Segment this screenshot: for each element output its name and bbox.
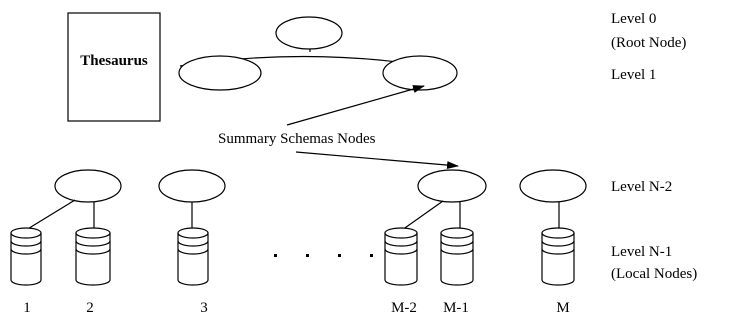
levelN2-node-2 (158, 169, 226, 203)
local-node-1 (10, 227, 42, 286)
local-node-label-1: 1 (23, 300, 31, 316)
level-0-sublabel: (Root Node) (611, 35, 686, 51)
edge-n2-1-local-1 (25, 199, 76, 231)
arrow-to-levelN2 (295, 151, 459, 170)
level-n1-sublabel: (Local Nodes) (611, 266, 697, 282)
level1-node-left (178, 55, 262, 91)
levelN2-node-1 (54, 169, 122, 203)
local-node-label-2: 2 (86, 300, 94, 316)
local-node-label-3: 3 (200, 300, 208, 316)
local-node-label-6: M (556, 300, 569, 316)
levelN2-node-4 (519, 169, 587, 203)
local-node-6 (541, 227, 575, 286)
local-node-label-5: M-1 (443, 300, 469, 316)
level-0-label: Level 0 (611, 11, 656, 27)
arrow-to-level1 (286, 85, 425, 126)
local-node-4 (384, 227, 418, 286)
thesaurus-label: Thesaurus (80, 53, 148, 69)
local-node-label-4: M-2 (391, 300, 417, 316)
local-node-2 (75, 227, 111, 286)
ellipsis-marker (274, 254, 373, 257)
edge-n2-3-local-4 (401, 200, 444, 231)
thesaurus-box (67, 12, 161, 122)
local-node-3 (177, 227, 209, 286)
levelN2-node-3 (417, 169, 487, 203)
root-node (275, 16, 343, 50)
local-node-5 (440, 227, 474, 286)
level-n2-label: Level N-2 (611, 179, 672, 195)
level-1-label: Level 1 (611, 67, 656, 83)
summary-schemas-label: Summary Schemas Nodes (218, 131, 376, 147)
level-n1-label: Level N-1 (611, 244, 672, 260)
level1-node-right (382, 55, 458, 91)
